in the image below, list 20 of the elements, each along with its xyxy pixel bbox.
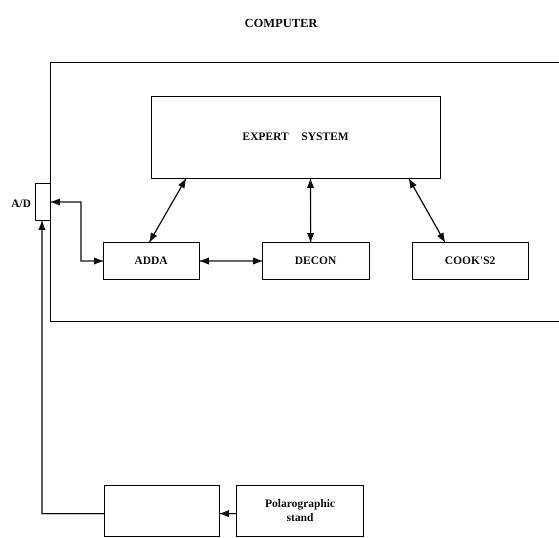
arrow [149,178,186,242]
process-box [150,96,440,178]
node-label: DECON [294,254,336,268]
node-label: EXPERT SYSTEM [242,130,349,144]
instrument-box [104,485,220,537]
heading: A/D [11,197,31,211]
node-label: COOK'S2 [444,254,496,268]
node-label: Polarographic stand [264,497,336,525]
arrow [408,178,446,242]
arrow [306,179,314,242]
arrow [51,198,103,265]
node-label: ADDA [134,254,168,268]
arrow [38,221,104,514]
arrow [220,510,236,518]
arrow [200,257,262,265]
process-box [412,242,528,280]
process-box [102,242,200,280]
heading: COMPUTER [244,16,318,30]
instrument-box [236,485,364,537]
process-box [262,242,370,280]
